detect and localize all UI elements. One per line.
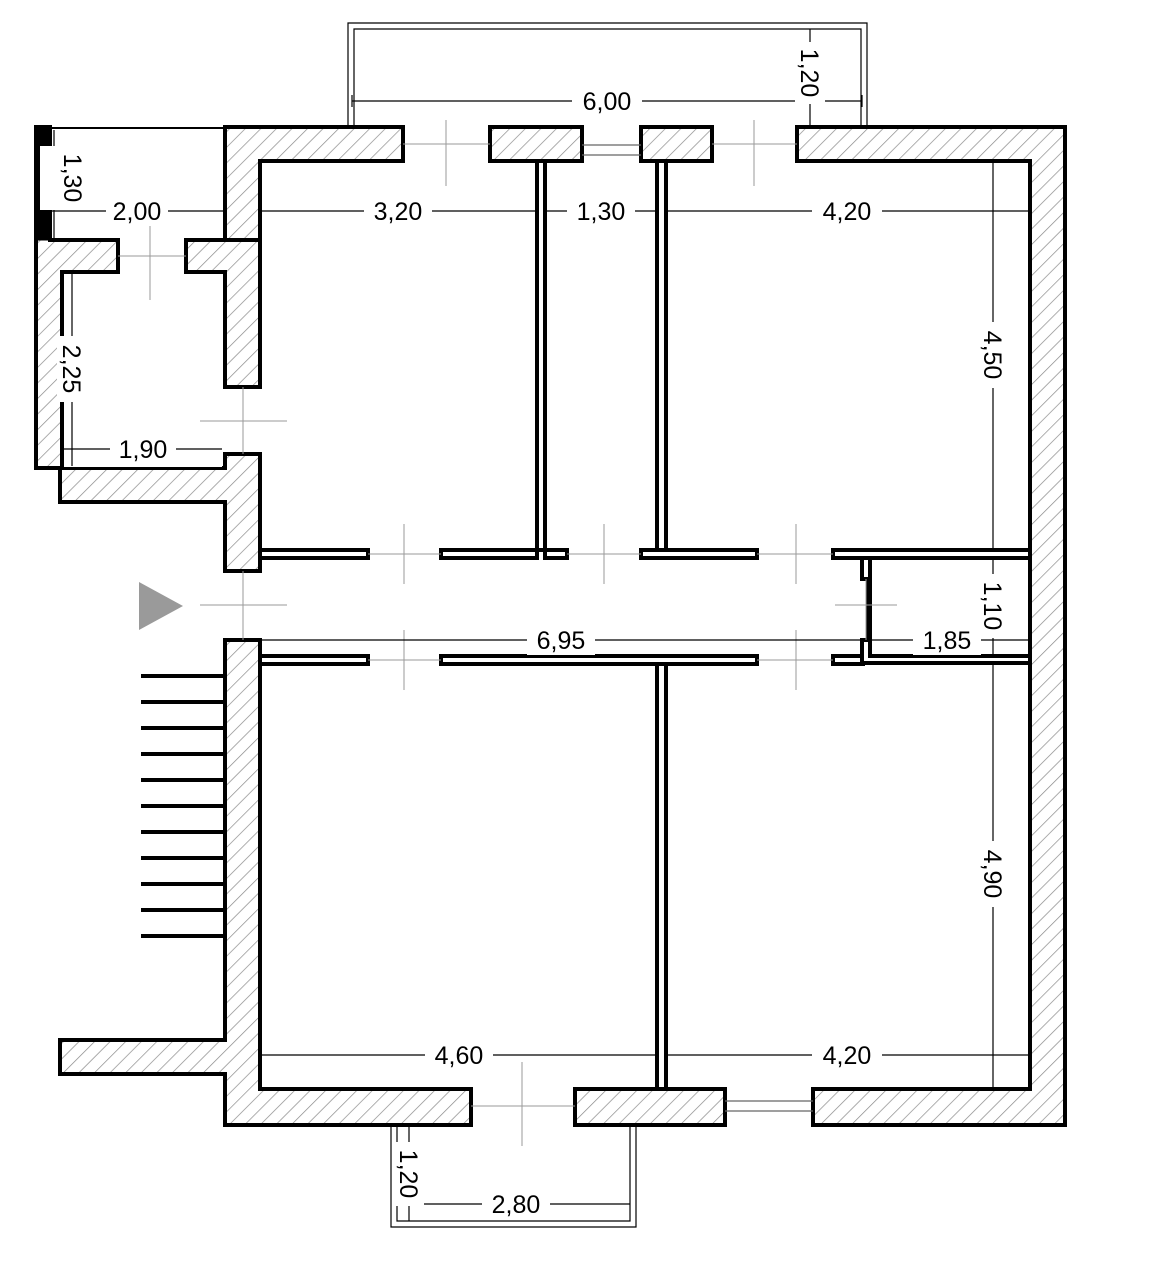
dim-bedroom-top-right-height: 4,50 xyxy=(978,331,1006,380)
dim-room-bottom-left-width: 4,60 xyxy=(435,1042,484,1070)
wall-left-mid xyxy=(58,452,262,573)
dim-corridor-top-width: 1,30 xyxy=(577,198,626,226)
wall-left-lower xyxy=(58,638,473,1127)
dimension-labels: 6,00 1,20 1,30 2,00 3,20 1,30 4,20 4,50 … xyxy=(57,49,1006,1219)
dim-bathroom-height: 2,25 xyxy=(57,345,85,394)
wall-top-right xyxy=(795,125,1067,1127)
dim-bedroom-top-left-width: 3,20 xyxy=(374,198,423,226)
dim-top-balcony-depth: 1,20 xyxy=(795,49,823,98)
room-fills xyxy=(64,163,1028,1087)
dim-small-room-height: 1,30 xyxy=(58,154,86,203)
top-balcony xyxy=(347,22,868,128)
stairs xyxy=(141,674,224,938)
exterior-walls xyxy=(34,125,1067,1127)
label-backgrounds xyxy=(40,42,1008,1219)
dim-room-bottom-right-height: 4,90 xyxy=(978,850,1006,899)
door-markers xyxy=(118,120,897,1146)
interior-walls xyxy=(258,159,1032,1091)
dim-bottom-balcony-depth: 1,20 xyxy=(394,1150,422,1199)
windows xyxy=(582,144,813,1112)
wall-bottom-pier xyxy=(573,1087,727,1127)
dim-small-room-width: 2,00 xyxy=(113,198,162,226)
dim-top-balcony-width: 6,00 xyxy=(583,88,632,116)
wall-top-pier-1 xyxy=(488,125,584,163)
wall-left-upper xyxy=(184,238,262,389)
dim-bottom-balcony-width: 2,80 xyxy=(492,1191,541,1219)
wall-top-pier-2 xyxy=(639,125,714,163)
dim-room-bottom-right-width: 4,20 xyxy=(823,1042,872,1070)
dim-bedroom-top-right-width: 4,20 xyxy=(823,198,872,226)
dim-storage-width: 1,85 xyxy=(923,627,972,655)
dim-storage-height: 1,10 xyxy=(978,582,1006,631)
dim-bathroom-width: 1,90 xyxy=(119,436,168,464)
dim-hallway-length: 6,95 xyxy=(537,627,586,655)
entrance-arrow-icon xyxy=(139,582,183,630)
